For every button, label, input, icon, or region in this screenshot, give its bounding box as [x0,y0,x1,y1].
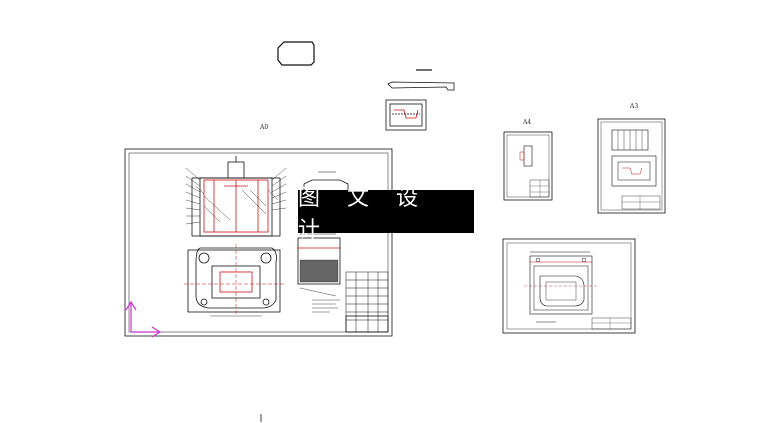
watermark-banner: 图 文 设 计 [298,186,474,243]
assembly-plan-view [184,244,284,317]
sheet-a3[interactable] [597,118,666,214]
sheet-label-a4: A4 [522,119,531,126]
part-side-view [297,171,349,297]
sheet-a4[interactable] [503,131,553,201]
technical-notes [312,299,340,313]
detail-view-top [385,69,455,131]
a0-title-block [345,271,389,333]
sheet-mold-plate[interactable] [502,238,636,334]
assembly-section-view [185,156,287,237]
sheet-label-a0: A0 [259,124,268,131]
ucs-axis-icon [125,300,162,338]
sheet-a0[interactable] [124,148,393,337]
part-outline-top [277,41,315,66]
sheet-label-a3: A3 [629,103,638,110]
